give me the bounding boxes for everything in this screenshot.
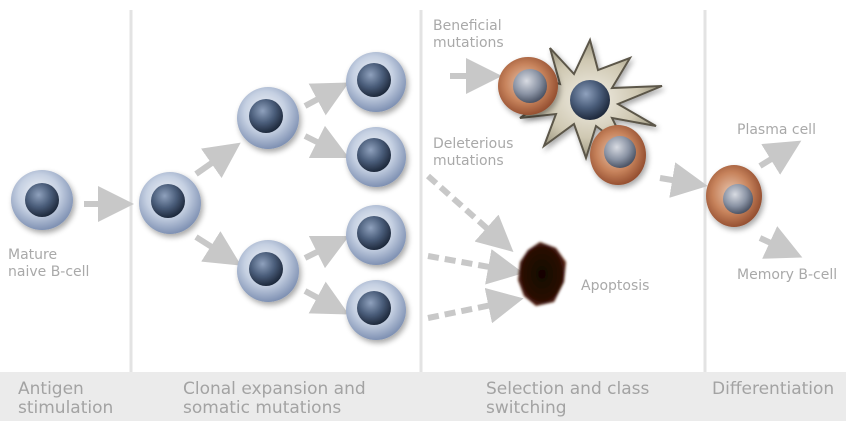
beneficial-mutations-label: Beneficial mutations [433,18,504,52]
arrow-to-plasma [760,150,786,166]
cell-selected-1 [498,57,558,115]
cell-mutant-4 [346,280,406,340]
cell-differentiating [706,165,762,227]
memory-bcell-label: Memory B-cell [737,267,837,284]
dashed-arrow-c4-apoptosis [428,302,506,318]
cell-clone-upper [237,87,299,149]
deleterious-mutations-label: Deleterious mutations [433,136,513,170]
mature-naive-bcell-label: Mature naive B-cell [8,247,89,281]
stage-differentiation: Differentiation [712,380,834,399]
plasma-cell-label: Plasma cell [737,122,816,139]
stage-clonal-expansion: Clonal expansion and somatic mutations [183,380,366,418]
apoptotic-body [518,242,566,306]
stage-selection: Selection and class switching [486,380,649,418]
dashed-arrow-c3-apoptosis [428,256,506,270]
arrow-clone-to-lower [196,237,226,256]
cell-mutant-1 [346,52,406,112]
cell-clone-lower [237,240,299,302]
arrow-upper-to-c2 [305,136,333,150]
arrow-lower-to-c3 [305,244,333,258]
apoptosis-label: Apoptosis [581,278,649,295]
stage-antigen-stimulation: Antigen stimulation [18,380,113,418]
cell-mature-naive [11,170,73,230]
dashed-arrows [428,176,506,318]
arrow-upper-to-c1 [305,91,333,106]
cell-activated [139,172,201,234]
cell-mutant-3 [346,205,406,265]
arrow-lower-to-c4 [305,291,333,306]
dashed-arrow-c2-apoptosis [428,176,500,240]
arrow-to-memory [760,238,786,250]
arrow-clone-to-upper [196,153,226,174]
cell-selected-2 [590,125,646,185]
cell-mutant-2 [346,127,406,187]
arrow-to-plasma-precursor [660,178,690,183]
